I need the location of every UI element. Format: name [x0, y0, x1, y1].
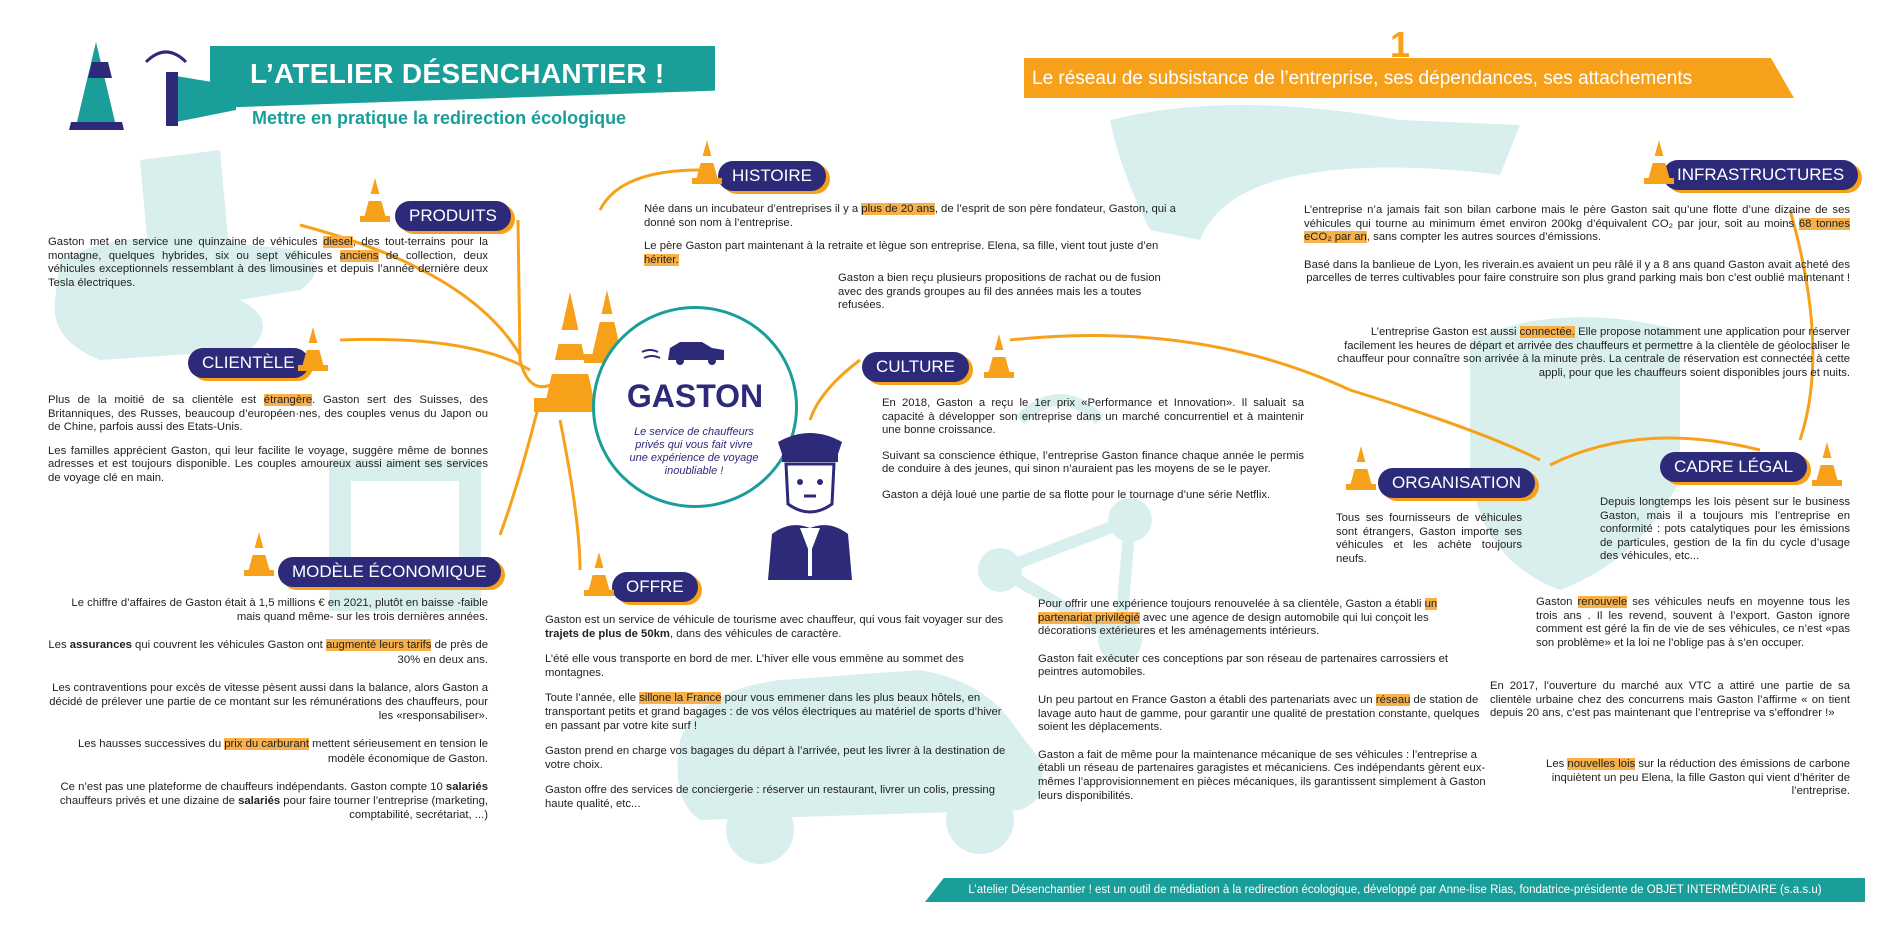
wheel-shape: [946, 786, 1014, 854]
label-clientele: CLIENTÈLE: [188, 348, 309, 378]
car-shape: [677, 670, 1043, 820]
cadre-text-3: En 2017, l’ouverture du marché aux VTC a…: [1490, 680, 1850, 720]
cadre-text: Depuis longtemps les lois pèsent sur le …: [1600, 496, 1850, 563]
gaston-tagline: Le service de chauffeurs privés qui vous…: [629, 426, 759, 477]
road-shape: [1110, 105, 1520, 240]
hand-shape: [54, 237, 316, 360]
traffic-cone-icon: [1346, 446, 1376, 490]
label-modele: MODÈLE ÉCONOMIQUE: [278, 557, 501, 587]
label-cadre: CADRE LÉGAL: [1660, 452, 1808, 482]
histoire-text: Née dans un incubateur d’entreprises il …: [644, 203, 1176, 266]
traffic-cone-icon: [360, 178, 390, 222]
traffic-cone-icon: [1812, 442, 1842, 486]
traffic-cone-icon: [534, 292, 606, 412]
traffic-cone-icon: [244, 532, 274, 576]
traffic-cone-icon: [692, 140, 722, 184]
partenariat-text: Pour offrir une expérience toujours reno…: [1038, 598, 1486, 802]
traffic-cone-icon: [298, 327, 328, 371]
page-subtitle: Mettre en pratique la redirection écolog…: [252, 108, 627, 128]
traffic-cone-icon: [984, 334, 1014, 378]
label-offre: OFFRE: [612, 572, 698, 602]
organisation-text: Tous ses fournisseurs de véhicules sont …: [1336, 512, 1522, 565]
banner: Le réseau de subsistance de l’entreprise…: [1024, 58, 1794, 98]
label-culture: CULTURE: [862, 352, 970, 382]
cadre-text-4: Les nouvelles lois sur la réduction des …: [1546, 758, 1850, 798]
infrastructures-text-2: L’entreprise Gaston est aussi connectée.…: [1337, 326, 1850, 379]
label-infrastructures: INFRASTRUCTURES: [1663, 160, 1859, 190]
gaston-badge: [592, 306, 798, 508]
offre-text: Gaston est un service de véhicule de tou…: [545, 614, 1006, 810]
stack-shape: [329, 459, 481, 611]
wheel-shape: [726, 796, 794, 864]
traffic-cone-icon: [1644, 140, 1674, 184]
label-histoire: HISTOIRE: [718, 161, 826, 191]
page-title: L’ATELIER DÉSENCHANTIER !: [250, 58, 665, 89]
car-icon: [641, 342, 724, 365]
clientele-text: Plus de la moitié de sa clientèle est ét…: [48, 394, 488, 484]
culture-text: En 2018, Gaston a reçu le 1er prix «Perf…: [882, 397, 1304, 501]
gaston-name: GASTON: [626, 378, 764, 414]
label-organisation: ORGANISATION: [1378, 468, 1536, 498]
cadre-text-2: Gaston renouvele ses véhicules neufs en …: [1536, 596, 1850, 649]
banner-text: Le réseau de subsistance de l’entreprise…: [1032, 68, 1693, 89]
infrastructures-text: L’entreprise n’a jamais fait son bilan c…: [1304, 204, 1850, 285]
histoire-text-2: Gaston a bien reçu plusieurs proposition…: [838, 272, 1161, 312]
footer-credit: L’atelier Désenchantier ! est un outil d…: [925, 878, 1865, 902]
step-number: 1: [1390, 24, 1411, 65]
label-produits: PRODUITS: [395, 201, 511, 231]
traffic-cone-icon: [584, 552, 614, 596]
modele-text: Le chiffre d’affaires de Gaston était à …: [48, 597, 488, 822]
chauffeur-icon: [768, 433, 852, 580]
produits-text: Gaston met en service une quinzaine de v…: [48, 236, 488, 289]
